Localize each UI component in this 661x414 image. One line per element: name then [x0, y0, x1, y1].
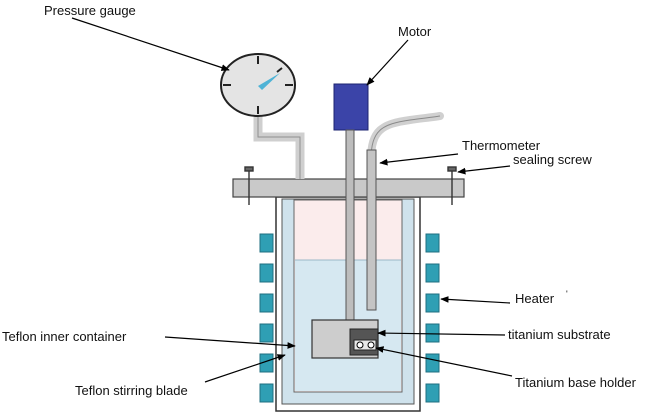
label-titanium-base-holder: Titanium base holder: [515, 375, 637, 390]
label-teflon-inner-container: Teflon inner container: [2, 329, 127, 344]
thermometer-rod: [366, 149, 377, 311]
label-thermometer: Thermometer: [462, 138, 541, 153]
gauge-pipe: [253, 113, 305, 179]
heater-blocks-right: [425, 233, 440, 403]
pressure-gauge: [220, 53, 296, 117]
label-teflon-stirring-blade: Teflon stirring blade: [75, 383, 188, 398]
stirrer-shaft: [345, 129, 355, 321]
label-pressure-gauge: Pressure gauge: [44, 3, 136, 18]
label-titanium-substrate: titanium substrate: [508, 327, 611, 342]
label-motor: Motor: [398, 24, 432, 39]
leader-lines: [71, 17, 513, 383]
heater-blocks-left: [259, 233, 274, 403]
sealing-screw-left: [244, 166, 254, 205]
label-heater: Heater: [515, 291, 555, 306]
thermometer-wire: [367, 112, 444, 164]
motor-box: [333, 83, 369, 131]
titanium-substrate: [353, 339, 377, 351]
sealing-screw-right: [447, 166, 457, 205]
label-sealing-screw: sealing screw: [513, 152, 592, 167]
label-heater-mark: ': [566, 289, 568, 299]
